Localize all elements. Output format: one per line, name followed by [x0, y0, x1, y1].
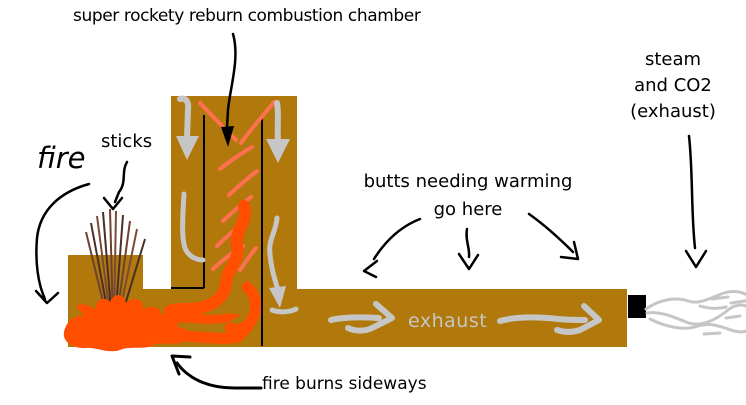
steam-squiggles: [644, 289, 746, 336]
label-butts-line1: butts needing warming: [363, 171, 573, 192]
label-arrow-butts-right: [527, 212, 580, 261]
label-steam-line1: steam: [644, 49, 702, 70]
airflow-hook-left: [180, 191, 206, 263]
label-arrow-sticks: [102, 160, 129, 211]
label-arrow-sideways: [170, 354, 263, 390]
label-sticks: sticks: [101, 131, 153, 152]
label-steam-line2: and CO2: [634, 75, 712, 96]
annotation-arrows: [34, 32, 708, 390]
exhaust-flow-arrow-2: [497, 303, 602, 335]
label-exhaust-flow: exhaust: [408, 310, 488, 332]
flow-arrows: [176, 95, 602, 335]
label-butts-line2: go here: [433, 199, 503, 220]
downdraft-arrow-right: [266, 100, 290, 163]
label-combustion-chamber: super rockety reburn combustion chamber: [73, 6, 421, 26]
label-arrow-fire: [34, 182, 91, 305]
downdraft-arrow-left: [176, 95, 199, 160]
label-steam-co2: steam and CO2 (exhaust): [593, 47, 746, 125]
airflow-hook-right: [267, 215, 299, 315]
label-butts-warming: butts needing warming go here: [358, 168, 578, 224]
label-steam-line3: (exhaust): [630, 101, 716, 122]
label-fire: fire: [37, 141, 86, 175]
fire-flames: [63, 100, 276, 352]
label-arrow-combustion: [221, 32, 237, 147]
label-arrow-butts-middle: [457, 227, 480, 271]
exhaust-flow-arrow-1: [328, 301, 395, 334]
label-arrow-butts-left: [362, 217, 422, 279]
label-fire-burns-sideways: fire burns sideways: [262, 374, 427, 394]
label-arrow-steam: [684, 134, 708, 269]
exhaust-port: [628, 295, 646, 318]
